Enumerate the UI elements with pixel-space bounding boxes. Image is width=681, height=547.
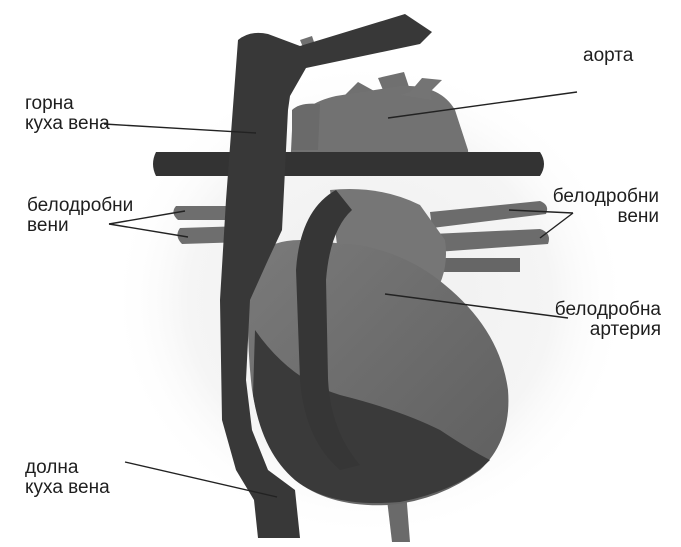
pulmonary-artery-label: белодробна артерия [555, 300, 661, 340]
right-pulmonary-veins-label: белодробни вени [553, 187, 659, 227]
left-pulmonary-veins-label: белодробни вени [27, 196, 133, 236]
inferior-vena-cava-label: долна куха вена [25, 458, 110, 498]
aorta-label: аорта [583, 46, 633, 66]
superior-vena-cava-label: горна куха вена [25, 94, 110, 134]
horizontal-dark-bar [153, 152, 544, 176]
